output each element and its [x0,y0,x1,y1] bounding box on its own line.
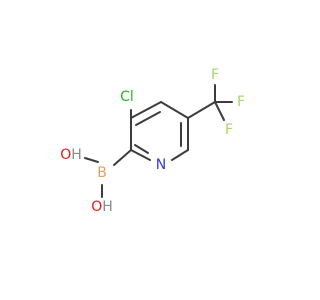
molecule-canvas: Cl N B OH OH F F F [60,67,245,215]
atom-oh-lower: OH [91,199,113,215]
atom-labels-group: Cl N B OH OH F F F [60,67,245,215]
bond-c5-cf3 [187,101,216,119]
bond-b-oh-upper [84,157,99,163]
atom-b: B [97,165,107,181]
atom-cl: Cl [120,89,134,105]
atom-f-right: F [237,94,245,110]
atom-f-top: F [211,67,219,83]
structure-drawing: Cl N B OH OH F F F [60,67,245,215]
bond-c3-c4 [130,101,162,119]
bond-n-c2 [130,149,151,161]
bonds-group [84,84,233,198]
atom-n: N [156,157,166,173]
bond-c3-c4-inner [135,111,161,126]
bond-c4-c5 [160,101,189,119]
bond-cf3-f-lower [214,101,225,121]
bond-n-c2-inner [134,144,149,154]
bond-c6-n [171,149,189,161]
atom-f-lower: F [225,122,233,138]
atom-oh-upper: OH [60,147,82,163]
bond-c2-b [113,149,132,166]
